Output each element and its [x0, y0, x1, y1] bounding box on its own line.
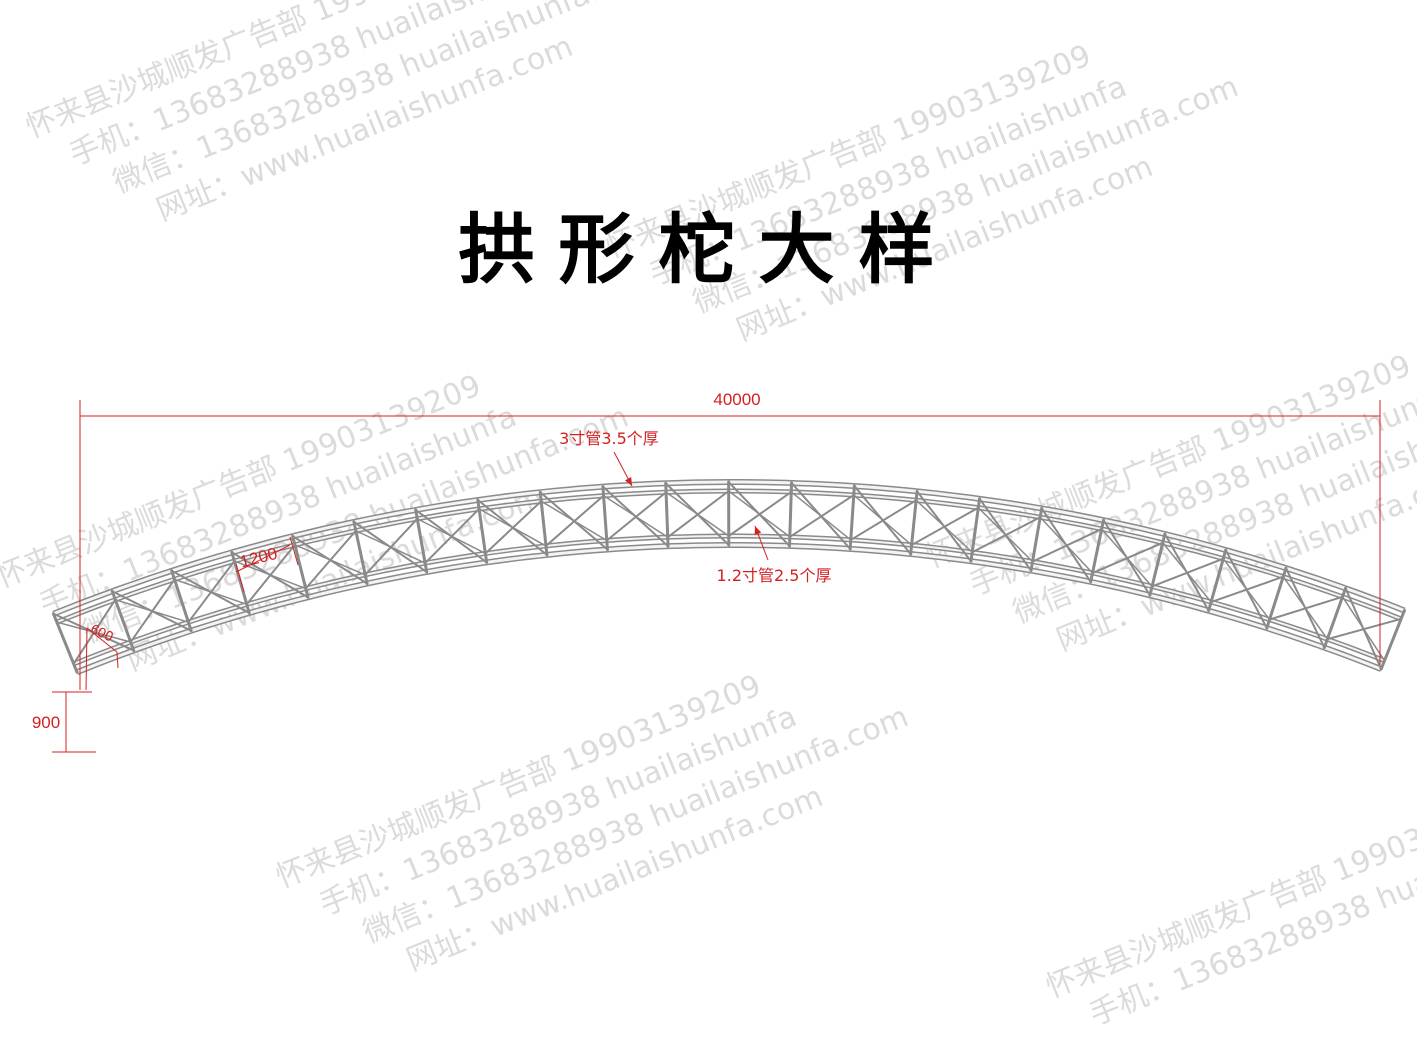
diagonal-brace-inner [853, 494, 913, 546]
vertical-strut-inner [665, 491, 669, 539]
diagonal-brace-inner [416, 518, 487, 555]
diagonal-brace-inner [1100, 528, 1153, 588]
diagonal-brace-inner [915, 499, 973, 554]
arch-truss [51, 479, 1406, 675]
vertical-strut-inner [478, 507, 487, 555]
bottom-chord-callout: 1.2寸管2.5个厚 [717, 566, 832, 585]
segment-extension-right [289, 536, 299, 566]
span-dimension-label: 40000 [713, 390, 760, 409]
diagonal-brace-inner [977, 506, 1034, 563]
vertical-strut-inner [1326, 595, 1344, 641]
vertical-strut-inner [114, 598, 132, 644]
diagonal-brace-inner [355, 530, 426, 564]
vertical-strut-inner [1210, 557, 1225, 604]
page-title: 拱形柁大样 [458, 205, 959, 294]
diagonal-brace-inner [478, 508, 547, 547]
diagonal-brace-inner [540, 500, 608, 542]
diagonal-brace-inner [1282, 575, 1329, 640]
segment-extension-left [235, 563, 245, 593]
vertical-strut-inner [173, 578, 190, 624]
diagonal-brace-inner [727, 490, 791, 538]
vertical-strut-inner [540, 500, 547, 547]
diagonal-brace-inner [1341, 596, 1386, 662]
vertical-strut-inner [1031, 516, 1042, 563]
vertical-strut-inner [788, 490, 793, 538]
vertical-strut-inner [293, 543, 307, 590]
vertical-strut-inner [849, 494, 855, 541]
diagonal-brace-inner [1222, 557, 1271, 621]
diagonal-brace-inner [602, 494, 669, 538]
diagonal-brace-inner [665, 491, 730, 537]
diagonal-brace-inner [1039, 516, 1094, 574]
vertical-strut-inner [233, 560, 248, 606]
depth-extension-right [116, 651, 119, 669]
vertical-strut-inner [1091, 527, 1103, 575]
vertical-strut-inner [602, 494, 608, 542]
vertical-strut-inner [55, 621, 75, 665]
top-chord-leader-head [625, 477, 632, 486]
diagonal-brace-inner [790, 491, 852, 541]
bottom-chord-inner [75, 542, 1383, 675]
segment-dimension-line [235, 544, 291, 573]
diagonal-brace-inner [114, 598, 190, 623]
diagonal-brace-inner [294, 544, 366, 576]
top-chord-callout: 3寸管3.5个厚 [559, 429, 659, 448]
vertical-strut-inner [1268, 575, 1285, 621]
vertical-strut-inner [910, 499, 918, 547]
vertical-strut-inner [1151, 541, 1164, 588]
diagonal-brace-inner [173, 578, 248, 606]
vertical-strut-inner [354, 529, 367, 576]
diagonal-brace-inner [233, 560, 307, 590]
depth-dimension-line [86, 627, 118, 653]
vertical-strut-inner [416, 517, 427, 565]
bottom-chord-leader-head [754, 526, 762, 535]
dimension-lines [52, 400, 1381, 753]
vertical-strut-inner [971, 506, 980, 554]
diagonal-brace-inner [56, 621, 132, 643]
depth-extension-left [85, 627, 88, 691]
height-dimension-label: 900 [32, 713, 60, 732]
diagonal-brace-inner [1161, 542, 1212, 603]
vertical-strut-inner [1383, 617, 1403, 662]
